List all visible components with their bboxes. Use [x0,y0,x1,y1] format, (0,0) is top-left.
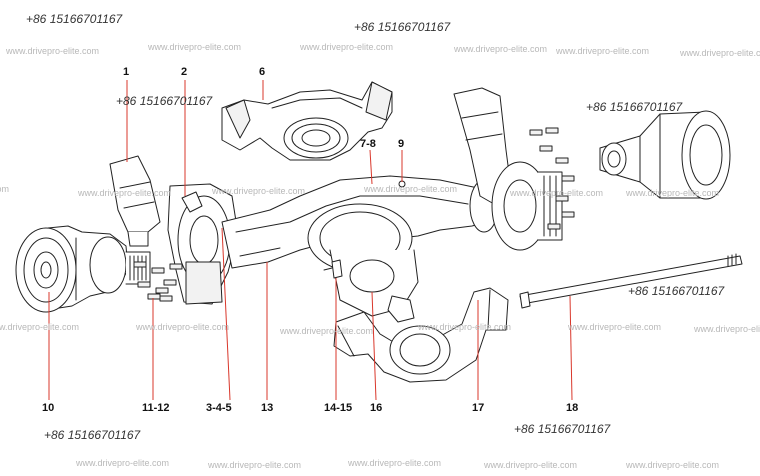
watermark-site: www.drivepro-elite.com [694,324,760,334]
callout-label: 2 [181,66,188,78]
callout-label: 7-8 [360,138,376,150]
watermark-site: www.drivepro-elite.com [364,184,458,194]
watermark-site: www.drivepro-elite.com [418,322,512,332]
watermark-site: www.drivepro-elite.com [300,42,394,52]
watermark-site: www.drivepro-elite.com [626,460,720,470]
callout-label: 3-4-5 [206,402,232,414]
watermark-site: www.drivepro-elite.com [212,186,306,196]
watermark-site: www.drivepro-elite.com [680,48,760,58]
callout-label: 14-15 [324,402,353,414]
brake-assembly-right-part [491,161,563,251]
watermark-site: www.drivepro-elite.com [556,46,650,56]
leader-lines [48,80,573,401]
wheel-hub-left-part [15,225,151,313]
watermark-site: www.drivepro-elite.com [348,458,442,468]
wheel-hub-right-part [599,110,731,200]
callout-label: 1 [123,66,130,78]
watermark-site: www.drivepro-elite.com [454,44,548,54]
watermark-site: www.drivepro-elite.com [6,46,100,56]
watermark-site: www.drivepro-elite.com [208,460,302,470]
watermark-site: www.drivepro-elite.com [0,184,10,194]
watermark-phone: +86 15166701167 [44,428,141,442]
watermark-phone: +86 15166701167 [514,422,611,436]
watermark-phone: +86 15166701167 [628,284,725,298]
brake-assembly-left-part [167,183,239,305]
watermark-site: www.drivepro-elite.com [76,458,170,468]
callout-label: 10 [42,402,55,414]
callout-label: 18 [566,402,579,414]
callout-label: 11-12 [142,402,170,414]
watermark-site: www.drivepro-elite.com [148,42,242,52]
watermark-site: www.drivepro-elite.com [484,460,578,470]
callout-label: 13 [261,402,274,414]
bolts-right-part [529,127,575,230]
lower-support-part [333,287,509,383]
watermark-site: www.drivepro-elite.com [136,322,230,332]
watermark-phone: +86 15166701167 [586,100,683,114]
watermark-site: www.drivepro-elite.com [280,326,374,336]
watermark-phone: +86 15166701167 [26,12,123,26]
bolts-left-part [133,261,183,302]
watermark-site: www.drivepro-elite.com [626,188,720,198]
watermark-site: www.drivepro-elite.com [568,322,662,332]
watermark-site: www.drivepro-elite.com [78,188,172,198]
watermark-phone: +86 15166701167 [354,20,451,34]
bracket-left-part [109,155,161,247]
callout-label: 9 [398,138,405,150]
watermark-site: www.drivepro-elite.com [0,322,80,332]
watermark-site: www.drivepro-elite.com [510,188,604,198]
differential-part [307,203,419,323]
upper-cover-part [221,81,393,161]
center-bolts-part [323,259,343,279]
callout-label: 16 [370,402,383,414]
callout-label: 17 [472,402,485,414]
callout-label: 6 [259,66,266,78]
watermark-phone: +86 15166701167 [116,94,213,108]
half-shaft-part [519,253,743,309]
